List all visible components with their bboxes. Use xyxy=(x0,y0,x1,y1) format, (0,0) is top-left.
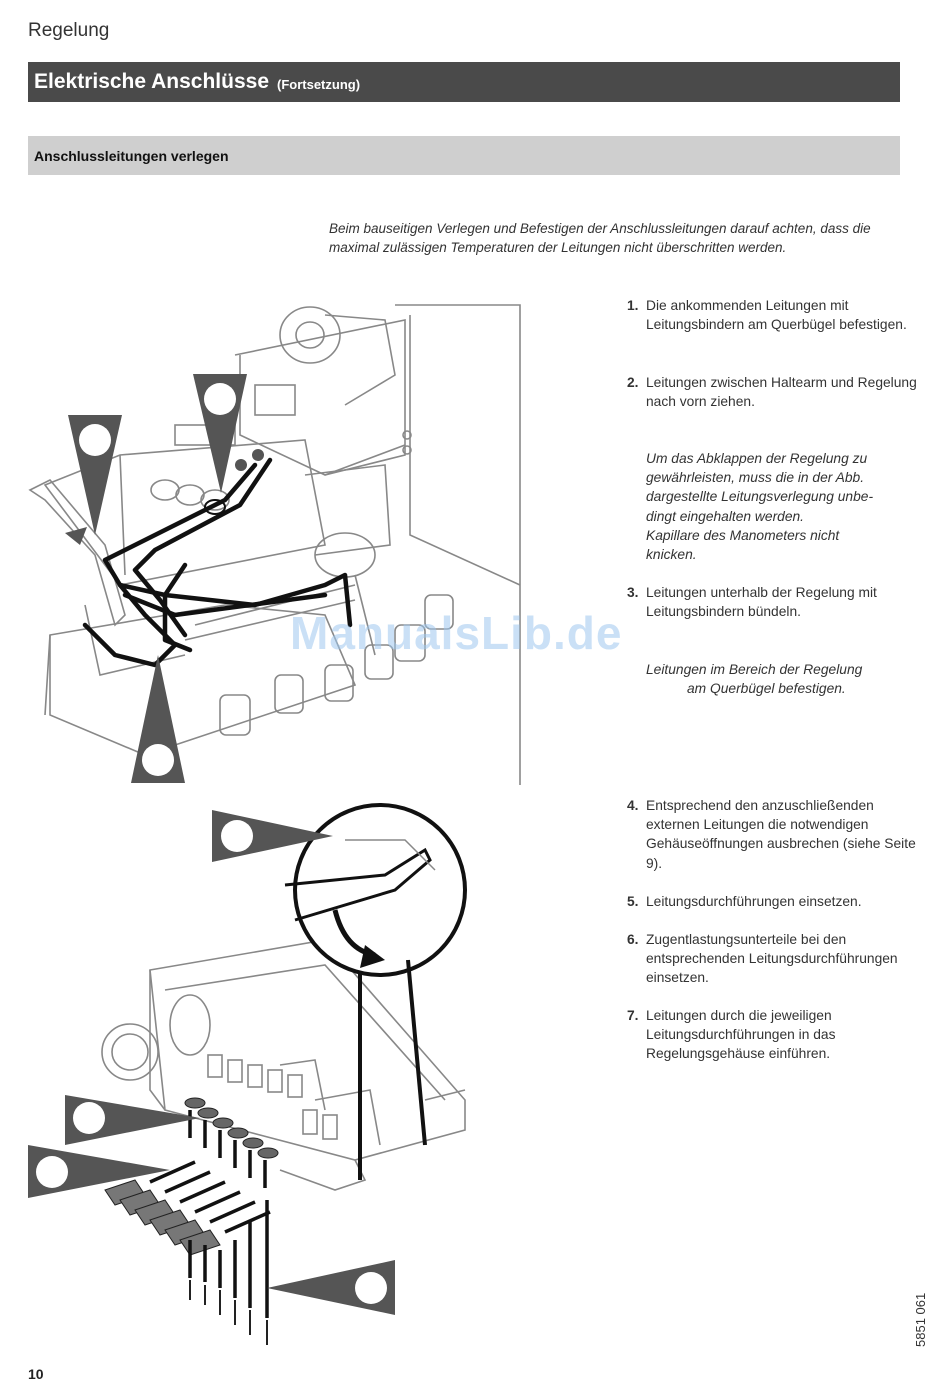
step-number: 4. xyxy=(627,798,639,813)
subsection-bar: Anschlussleitungen verlegen xyxy=(28,136,900,175)
step-7: 7. Leitungen durch die jeweiligen Leitun… xyxy=(627,1006,917,1064)
step-5: 5. Leitungsdurchführungen einsetzen. xyxy=(627,892,917,911)
step-6: 6. Zugentlastungsunterteile bei den ents… xyxy=(627,930,917,988)
subsection-title: Anschlussleitungen verlegen xyxy=(34,147,229,164)
note-line: Leitungen im Bereich der Regelung xyxy=(646,662,863,677)
page-title: Elektrische Anschlüsse xyxy=(34,70,269,93)
document-number: 5851 061 xyxy=(913,1292,928,1347)
cable-routing-illustration xyxy=(28,304,521,785)
step-number: 5. xyxy=(627,894,639,909)
note-after-step-3: Leitungen im Bereich der Regelung am Que… xyxy=(646,660,916,698)
page-number: 10 xyxy=(28,1366,44,1382)
step-2: 2. Leitungen zwischen Haltearm und Regel… xyxy=(627,373,917,411)
intro-note: Beim bauseitigen Verlegen und Befestigen… xyxy=(329,221,871,255)
note-line: knicken. xyxy=(646,547,697,563)
note-line: dargestellte Leitungsverlegung unbe- xyxy=(646,489,874,505)
step-text: Zugentlastungsunterteile bei den entspre… xyxy=(646,932,898,986)
step-3: 3. Leitungen unterhalb der Regelung mit … xyxy=(627,583,917,621)
note-line: Kapillare des Manometers nicht xyxy=(646,527,840,543)
step-4: 4. Entsprechend den anzuschließenden ext… xyxy=(627,796,917,873)
page-title-bar: Elektrische Anschlüsse (Fortsetzung) xyxy=(28,62,900,102)
step-text: Leitungen zwischen Haltearm und Regelung… xyxy=(646,375,917,410)
step-text: Leitungsdurchführungen einsetzen. xyxy=(646,894,862,909)
section-label: Regelung xyxy=(28,20,110,41)
step-1: 1. Die ankommenden Leitungen mit Leitung… xyxy=(627,296,917,334)
step-text: Entsprechend den anzuschließenden extern… xyxy=(646,798,916,871)
note-line: Um das Abklappen der Regelung zu xyxy=(646,451,868,466)
step-number: 1. xyxy=(627,298,639,313)
page-title-suffix: (Fortsetzung) xyxy=(277,77,361,92)
note-line: am Querbügel befestigen. xyxy=(687,681,846,697)
step-text: Leitungen durch die jeweiligen Leitungsd… xyxy=(646,1008,836,1062)
note-after-step-2: Um das Abklappen der Regelung zu gewährl… xyxy=(646,449,916,564)
step-number: 3. xyxy=(627,585,639,600)
note-line: dingt eingehalten werden. xyxy=(646,508,805,524)
step-text: Die ankommenden Leitungen mit Leitungsbi… xyxy=(646,298,907,333)
step-number: 7. xyxy=(627,1008,639,1023)
note-line: gewährleisten, muss die in der Abb. xyxy=(646,470,865,486)
cable-gland-installation-illustration xyxy=(28,803,467,1345)
step-number: 2. xyxy=(627,375,639,390)
step-text: Leitungen unterhalb der Regelung mit Lei… xyxy=(646,585,877,620)
watermark: ManualsLib.de xyxy=(290,607,623,659)
step-number: 6. xyxy=(627,932,639,947)
